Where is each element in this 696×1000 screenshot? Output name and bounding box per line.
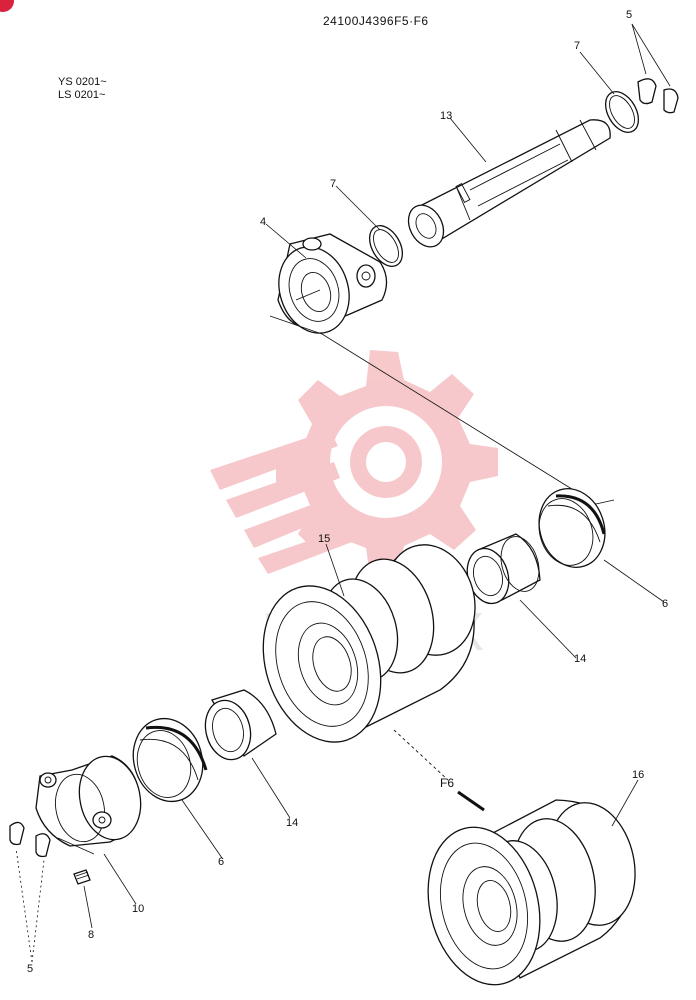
callout-8: 8 [88,929,95,941]
callout-5-top: 5 [626,9,633,21]
part-15-roller [244,534,488,757]
serial-line-1: YS 0201~ [58,76,107,88]
gear-logo-icon [210,350,498,576]
part-13-shaft [402,120,611,253]
view-ref-f6: F6 [440,776,455,790]
callout-5-bottom: 5 [27,963,34,975]
callout-7-top: 7 [574,40,581,52]
callout-6-left: 6 [218,856,225,868]
part-4-collar [268,234,386,342]
callout-15: 15 [318,533,331,545]
part-5-bottom [10,822,50,856]
part-14-upper-bushing [461,532,545,608]
callout-13: 13 [440,110,453,122]
callout-10: 10 [132,903,145,915]
callout-14-left: 14 [286,817,299,829]
part-8-bolt [74,870,90,884]
serial-line-2: LS 0201~ [58,89,106,101]
callout-14-right: 14 [574,653,587,665]
part-code-title: 24100J4396F5·F6 [323,14,429,28]
callout-7-lower: 7 [330,178,337,190]
part-10-collar [36,751,148,854]
f6-view-arrow [394,730,484,810]
part-14-lower-bushing [199,690,276,764]
corner-dot-icon [0,0,14,12]
leader-lines [16,24,670,962]
serial-range: YS 0201~ LS 0201~ [58,76,107,102]
callout-6-right: 6 [662,598,669,610]
callout-16: 16 [632,769,645,781]
part-5-top [638,79,678,113]
part-7-upper-ring [599,86,645,138]
part-16-roller [412,795,646,997]
part-6-upper-seal [529,480,615,576]
part-7-lower-ring [363,220,409,272]
callout-4: 4 [260,216,267,228]
part-6-lower-seal [124,710,213,809]
